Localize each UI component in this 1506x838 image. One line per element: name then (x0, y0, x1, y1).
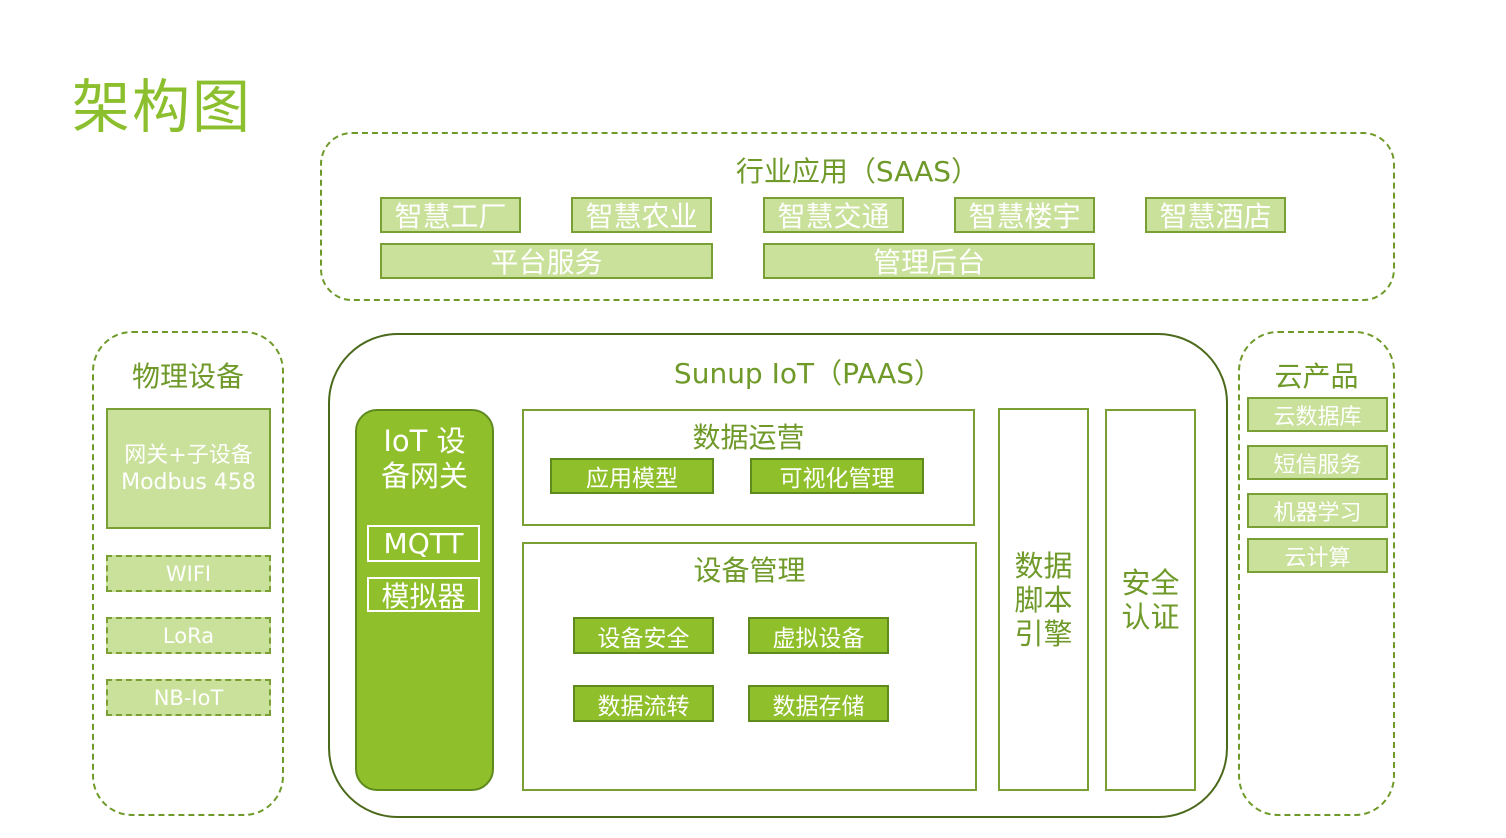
cloud-products-title: 云产品 (1274, 360, 1359, 393)
physical-devices-title: 物理设备 (131, 360, 244, 393)
protocol-wifi: WIFI (106, 555, 271, 592)
device-mgmt-panel (522, 542, 977, 791)
paas-frame (328, 333, 1228, 818)
protocol-nb-iot: NB-IoT (106, 679, 271, 716)
device-security-box: 设备安全 (573, 617, 714, 654)
saas-app-smart-hotel: 智慧酒店 (1145, 197, 1286, 233)
data-flow-box: 数据流转 (573, 685, 714, 722)
visual-management-box: 可视化管理 (750, 458, 924, 494)
app-model-box: 应用模型 (550, 458, 714, 494)
virtual-device-box: 虚拟设备 (748, 617, 889, 654)
saas-app-smart-factory: 智慧工厂 (380, 197, 521, 233)
script-engine-line2: 脚本 (1014, 582, 1073, 617)
sms-service-box: 短信服务 (1247, 445, 1388, 480)
saas-frame (320, 132, 1395, 301)
saas-app-smart-building: 智慧楼宇 (954, 197, 1095, 233)
security-auth-line1: 安全 (1121, 566, 1180, 600)
iot-gateway-panel (355, 409, 494, 791)
machine-learning-box: 机器学习 (1247, 493, 1388, 528)
admin-backend-box: 管理后台 (763, 243, 1095, 279)
gateway-subdevice-box: 网关+子设备 Modbus 458 (106, 408, 271, 529)
script-engine-line3: 引擎 (1014, 616, 1073, 651)
cloud-computing-box: 云计算 (1247, 538, 1388, 573)
saas-title: 行业应用（SAAS） (735, 155, 980, 188)
script-engine-panel: 数据 脚本 引擎 (998, 408, 1089, 791)
device-mgmt-title: 设备管理 (693, 554, 806, 587)
security-auth-line2: 认证 (1121, 600, 1180, 634)
platform-service-box: 平台服务 (380, 243, 713, 279)
physical-devices-frame (92, 331, 284, 816)
data-ops-title: 数据运营 (692, 421, 805, 454)
cloud-products-frame (1238, 331, 1395, 816)
security-auth-panel: 安全 认证 (1105, 409, 1196, 791)
saas-app-smart-agriculture: 智慧农业 (571, 197, 712, 233)
page-title: 架构图 (72, 73, 253, 141)
protocol-lora: LoRa (106, 617, 271, 654)
simulator-box: 模拟器 (367, 577, 480, 613)
iot-gateway-title-line2: 备网关 (380, 459, 468, 493)
paas-title: Sunup IoT（PAAS） (673, 357, 943, 390)
modbus-label: Modbus 458 (121, 469, 256, 495)
iot-gateway-title: IoT 设 备网关 (355, 424, 494, 494)
gateway-subdevice-label: 网关+子设备 (124, 442, 253, 468)
script-engine-line1: 数据 (1014, 548, 1073, 583)
saas-app-smart-traffic: 智慧交通 (763, 197, 904, 233)
mqtt-box: MQTT (367, 525, 480, 562)
cloud-database-box: 云数据库 (1247, 397, 1388, 432)
iot-gateway-title-line1: IoT 设 (383, 424, 466, 458)
data-storage-box: 数据存储 (748, 685, 889, 722)
